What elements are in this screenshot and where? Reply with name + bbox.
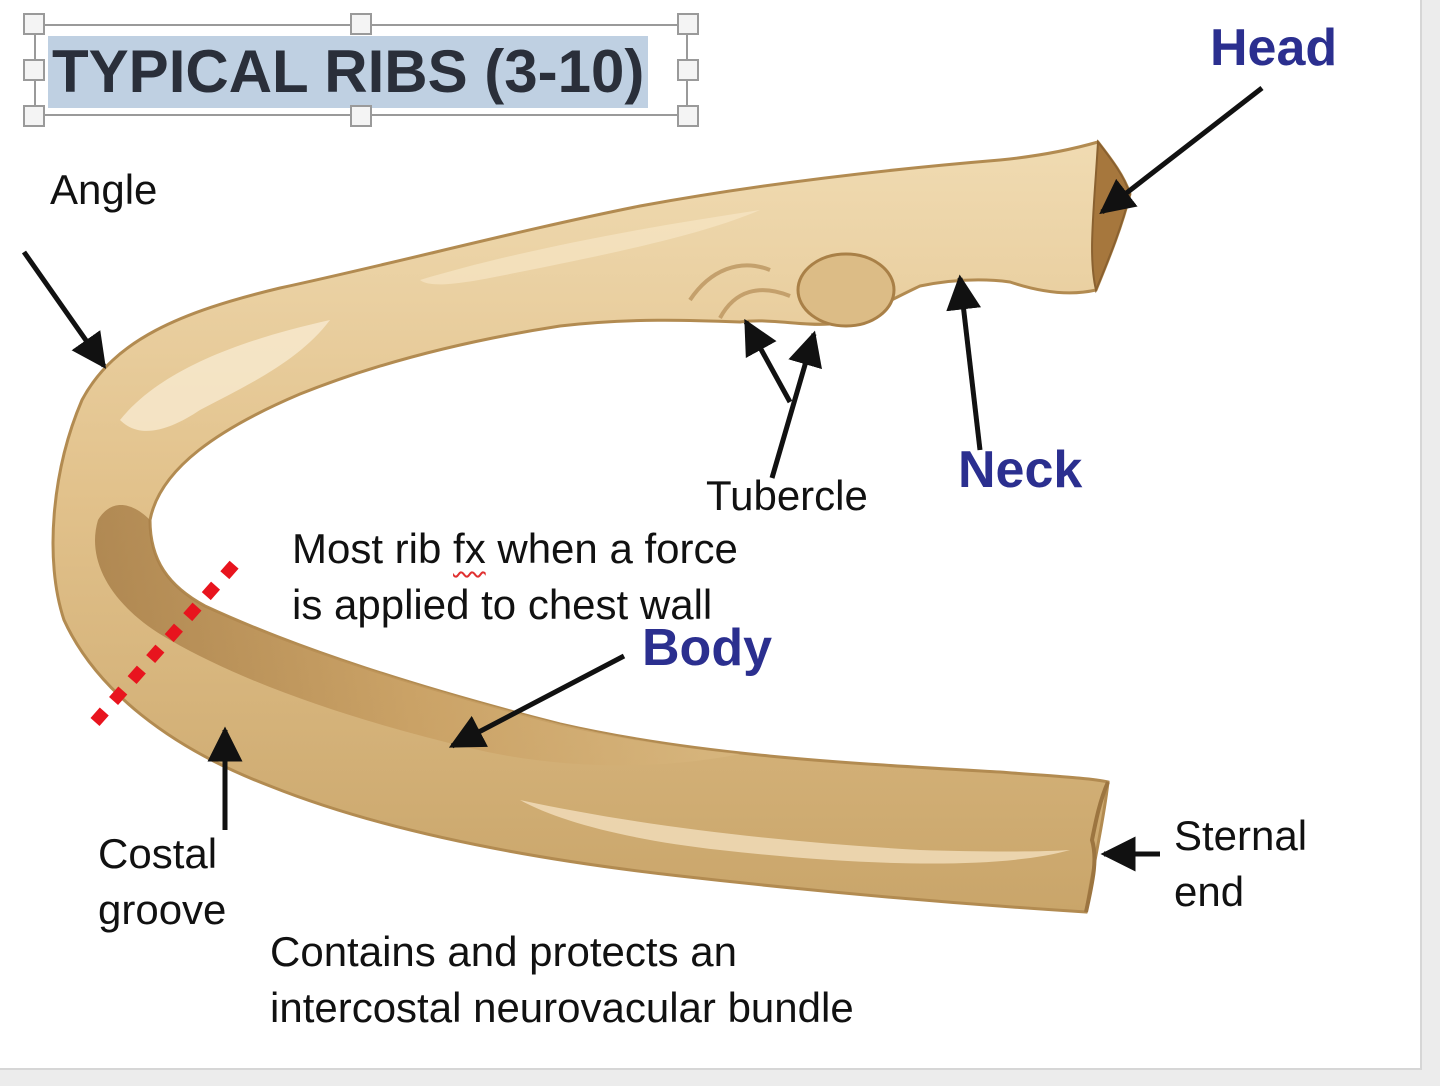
bone-highlight (520, 800, 1070, 864)
fracture-note-line2: is applied to chest wall (292, 581, 713, 628)
tubercle-ridges (688, 263, 791, 319)
tubercle-arrow-left (743, 318, 793, 404)
rib-illustration (21, 86, 1264, 914)
groove-note-line2: intercostal neurovacular bundle (270, 984, 854, 1031)
tubercle-arrow-right (769, 330, 822, 479)
body-arrow (448, 653, 626, 749)
neck-arrow (946, 274, 983, 451)
fracture-note-line1: Most rib fx when a force (292, 521, 738, 577)
label-body: Body (642, 619, 772, 677)
resize-handle-top-right[interactable] (677, 13, 699, 35)
label-angle: Angle (50, 166, 158, 213)
bone-highlight (120, 320, 330, 431)
label-sternal-end-line2: end (1174, 868, 1245, 915)
resize-handle-top-left[interactable] (23, 13, 45, 35)
slide: TYPICAL RIBS (3-10) Head Angle Tubercle … (0, 0, 1422, 1070)
label-head: Head (1210, 19, 1338, 77)
sternal-end-notch (1084, 781, 1110, 913)
angle-arrow (21, 250, 107, 369)
fracture-line (90, 554, 245, 726)
costal-groove-shading (95, 505, 740, 766)
rib-bone (51, 140, 1132, 914)
label-costal-groove-line2: groove (98, 886, 227, 933)
label-costal-groove-line1: Costal (98, 830, 218, 877)
slide-title[interactable]: TYPICAL RIBS (3-10) (48, 36, 649, 108)
resize-handle-bottom-left[interactable] (23, 105, 45, 127)
resize-handle-bottom-right[interactable] (677, 105, 699, 127)
resize-handle-top-center[interactable] (350, 13, 372, 35)
title-textbox[interactable]: TYPICAL RIBS (3-10) (34, 24, 688, 116)
head-articular-end (1091, 139, 1132, 294)
tubercle-facet (796, 252, 896, 328)
label-tubercle: Tubercle (706, 472, 868, 519)
groove-note-line1: Contains and protects an (270, 928, 737, 975)
resize-handle-middle-right[interactable] (677, 59, 699, 81)
resize-handle-middle-left[interactable] (23, 59, 45, 81)
resize-handle-bottom-center[interactable] (350, 105, 372, 127)
bone-highlight (420, 210, 760, 285)
fracture-note-text-b: when a force (485, 525, 738, 572)
label-neck: Neck (958, 441, 1083, 499)
spellcheck-word[interactable]: fx (453, 525, 486, 572)
head-arrow (1099, 86, 1264, 215)
fracture-note-text-a: Most rib (292, 525, 454, 572)
label-sternal-end-line1: Sternal (1174, 812, 1308, 859)
